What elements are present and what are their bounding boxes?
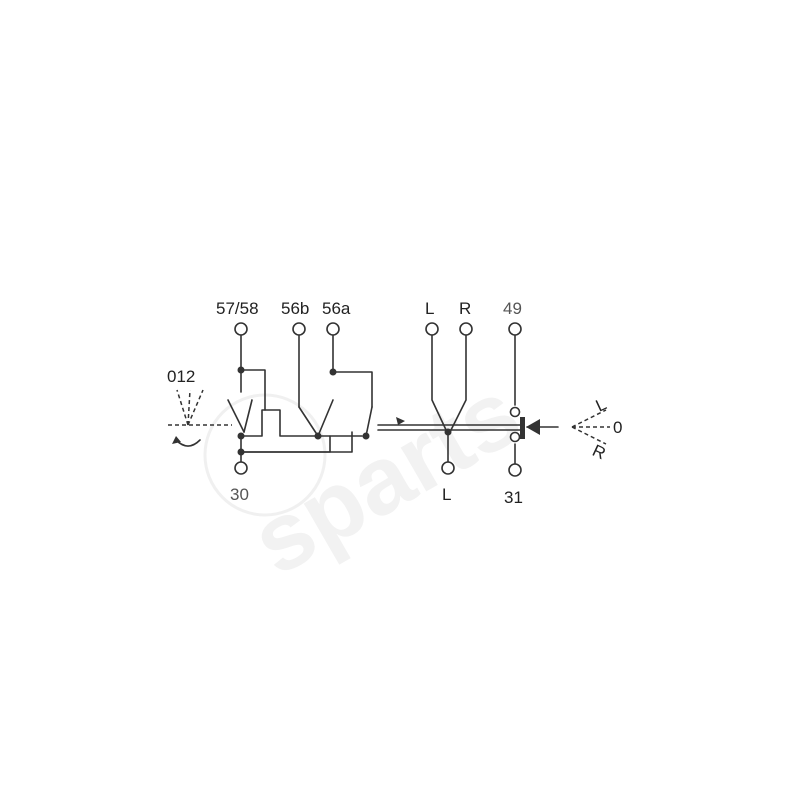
label-49: 49 xyxy=(503,299,522,318)
contact-31 xyxy=(509,431,521,443)
push-arrow-icon xyxy=(526,419,540,435)
wire-L-top xyxy=(431,334,448,433)
left-switch-block xyxy=(168,334,373,463)
wire-R-top xyxy=(449,334,467,433)
terminal-5758 xyxy=(234,322,248,336)
label-31: 31 xyxy=(504,488,523,507)
label-L-bottom: L xyxy=(442,485,451,504)
junction-dot xyxy=(362,432,370,440)
terminal-30 xyxy=(234,461,248,475)
label-56a: 56a xyxy=(322,299,351,318)
contact-49 xyxy=(509,406,521,418)
label-position-R: R xyxy=(589,441,608,463)
wire-return-2 xyxy=(240,431,353,453)
terminal-L-top xyxy=(425,322,439,336)
label-L-top: L xyxy=(425,299,434,318)
position-line-R xyxy=(571,426,607,445)
terminal-31 xyxy=(508,463,522,477)
terminal-L-bottom xyxy=(441,461,455,475)
position-line-L xyxy=(571,409,607,428)
label-56b: 56b xyxy=(281,299,309,318)
label-30: 30 xyxy=(230,485,249,504)
position-line-2 xyxy=(187,389,204,426)
switch-blade-end xyxy=(365,406,373,437)
wire-5758-bridge xyxy=(240,369,266,411)
label-R-top: R xyxy=(459,299,471,318)
junction-dot xyxy=(237,366,245,374)
label-position-0: 0 xyxy=(613,418,622,437)
label-positions-left: 012 xyxy=(167,367,195,386)
position-line-0 xyxy=(176,389,189,426)
label-5758: 57/58 xyxy=(216,299,259,318)
shaft-arrow-left-icon xyxy=(396,417,405,425)
terminals xyxy=(234,322,522,477)
terminal-56b xyxy=(292,322,306,336)
junction-dot xyxy=(314,432,322,440)
wire-56a-lead xyxy=(332,334,373,408)
label-position-L: L xyxy=(593,394,610,415)
rotation-arrow-icon xyxy=(172,436,181,444)
junction-dot xyxy=(444,428,452,436)
watermark: sparts xyxy=(203,359,537,596)
switch-blade-56b xyxy=(298,406,319,437)
switch-blade-2 xyxy=(243,399,253,433)
terminal-56a xyxy=(326,322,340,336)
terminal-49 xyxy=(508,322,522,336)
right-switch-block xyxy=(377,334,610,465)
switch-blade-56a xyxy=(317,399,334,437)
position-line-1 xyxy=(187,389,191,426)
labels: 57/58 56b 56a L R 49 30 L 31 012 L 0 R xyxy=(167,299,622,507)
junction-dot xyxy=(329,368,337,376)
junction-dot xyxy=(237,448,245,456)
terminal-R-top xyxy=(459,322,473,336)
watermark-text: sparts xyxy=(234,359,537,596)
junction-dot xyxy=(237,432,245,440)
push-plate xyxy=(520,417,525,439)
switch-blade-1 xyxy=(227,399,245,433)
wire-link-56b xyxy=(240,409,319,437)
